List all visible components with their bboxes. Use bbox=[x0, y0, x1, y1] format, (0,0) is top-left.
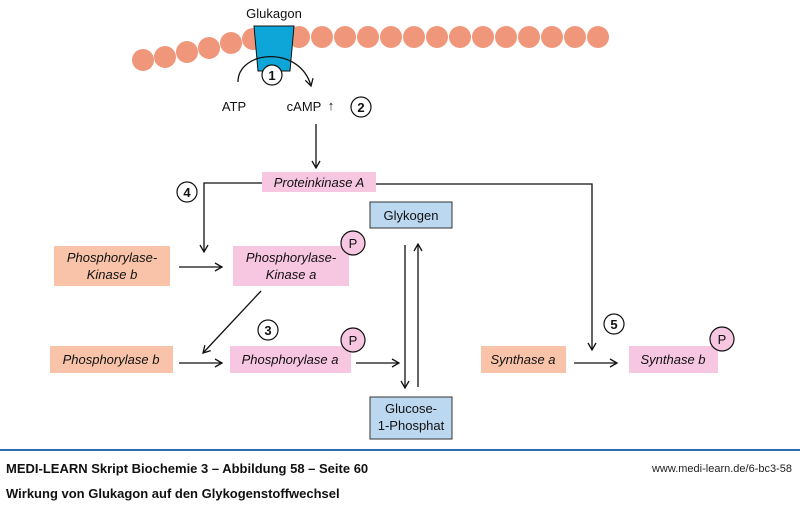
node-phosphorylase-kinase-b bbox=[54, 246, 170, 286]
glucagon-pathway-diagram: Glukagon 1 ATP cAMP ↑ 2 Proteinkinase A … bbox=[50, 6, 735, 440]
membrane-lipid bbox=[426, 26, 448, 48]
step-1-badge: 1 bbox=[261, 64, 283, 86]
phosphate-badge-kinase-a: P bbox=[340, 230, 366, 256]
atp-label: ATP bbox=[222, 99, 246, 114]
glucagon-receptor bbox=[253, 25, 295, 72]
cell-membrane bbox=[132, 26, 609, 71]
membrane-lipid bbox=[564, 26, 586, 48]
node-synthase-a bbox=[481, 346, 566, 373]
phosphate-badge-synthase-b: P bbox=[709, 326, 735, 352]
svg-text:Glucose-: Glucose- bbox=[385, 401, 437, 416]
node-phosphorylase-a bbox=[230, 346, 351, 373]
svg-text:Synthase b: Synthase b bbox=[640, 352, 705, 367]
atp-to-camp-arrow bbox=[237, 55, 314, 88]
camp-increase-icon: ↑ bbox=[328, 98, 335, 113]
svg-text:P: P bbox=[349, 236, 358, 251]
membrane-lipid bbox=[154, 46, 176, 68]
node-synthase-b bbox=[629, 346, 718, 373]
step-5-badge: 5 bbox=[603, 313, 625, 335]
kinase-a-to-phosphorylase-arrow bbox=[202, 290, 262, 354]
membrane-lipid bbox=[449, 26, 471, 48]
node-glucose-1-phosphat bbox=[369, 396, 453, 440]
svg-text:1-Phosphat: 1-Phosphat bbox=[378, 418, 445, 433]
step-3-badge: 3 bbox=[257, 319, 279, 341]
membrane-lipid bbox=[380, 26, 402, 48]
step-4-badge: 4 bbox=[176, 181, 198, 203]
svg-text:P: P bbox=[349, 333, 358, 348]
svg-text:5: 5 bbox=[610, 317, 617, 332]
svg-text:Phosphorylase-: Phosphorylase- bbox=[246, 250, 337, 265]
pka-to-kinase-arrow bbox=[199, 182, 262, 254]
svg-text:Glykogen: Glykogen bbox=[384, 208, 439, 223]
membrane-lipid bbox=[357, 26, 379, 48]
svg-text:2: 2 bbox=[357, 100, 364, 115]
svg-text:1: 1 bbox=[268, 68, 275, 83]
glucagon-label: Glukagon bbox=[246, 6, 302, 21]
footer-subtitle: Wirkung von Glukagon auf den Glykogensto… bbox=[6, 486, 340, 501]
svg-text:Phosphorylase a: Phosphorylase a bbox=[242, 352, 339, 367]
svg-text:Phosphorylase-: Phosphorylase- bbox=[67, 250, 158, 265]
membrane-lipid bbox=[472, 26, 494, 48]
membrane-lipid bbox=[587, 26, 609, 48]
camp-label: cAMP bbox=[287, 99, 322, 114]
node-glykogen bbox=[369, 201, 453, 229]
svg-text:Kinase a: Kinase a bbox=[266, 267, 317, 282]
svg-text:4: 4 bbox=[183, 185, 191, 200]
membrane-lipid bbox=[176, 41, 198, 63]
step-2-badge: 2 bbox=[350, 96, 372, 118]
membrane-lipid bbox=[518, 26, 540, 48]
svg-text:Synthase a: Synthase a bbox=[490, 352, 555, 367]
membrane-lipid bbox=[311, 26, 333, 48]
membrane-lipid bbox=[198, 37, 220, 59]
footer-title: MEDI-LEARN Skript Biochemie 3 – Abbildun… bbox=[6, 461, 369, 476]
svg-text:Phosphorylase b: Phosphorylase b bbox=[63, 352, 160, 367]
svg-text:P: P bbox=[718, 332, 727, 347]
membrane-lipid bbox=[541, 26, 563, 48]
svg-text:Kinase b: Kinase b bbox=[87, 267, 138, 282]
svg-text:3: 3 bbox=[264, 323, 271, 338]
node-proteinkinase-a bbox=[262, 172, 376, 192]
membrane-lipid bbox=[220, 32, 242, 54]
footer-url[interactable]: www.medi-learn.de/6-bc3-58 bbox=[651, 463, 792, 475]
membrane-lipid bbox=[334, 26, 356, 48]
membrane-lipid bbox=[403, 26, 425, 48]
pka-to-synthase-arrow bbox=[376, 183, 597, 352]
membrane-lipid bbox=[495, 26, 517, 48]
phosphate-badge-phosphorylase-a: P bbox=[340, 327, 366, 353]
footer-divider bbox=[0, 449, 800, 451]
node-phosphorylase-b bbox=[50, 346, 173, 373]
svg-text:Proteinkinase A: Proteinkinase A bbox=[274, 175, 365, 190]
membrane-lipid bbox=[132, 49, 154, 71]
node-phosphorylase-kinase-a bbox=[233, 246, 349, 286]
